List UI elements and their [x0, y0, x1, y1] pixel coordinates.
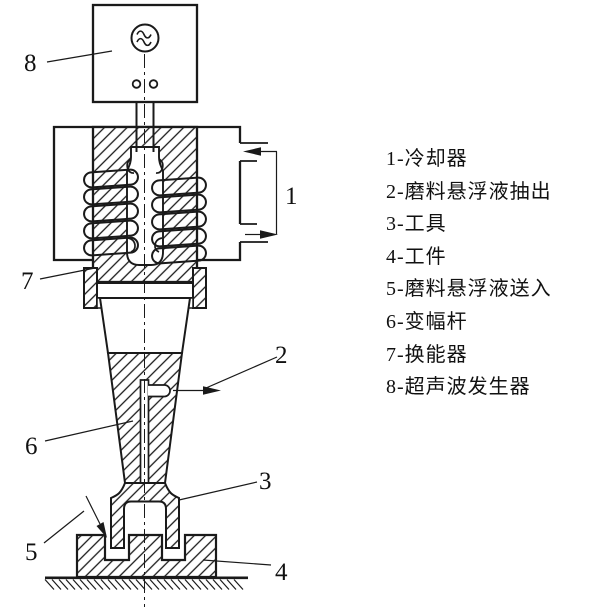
- leader-7: [39, 267, 96, 280]
- legend-item: 8-超声波发生器: [386, 376, 531, 399]
- terminal-icon: [148, 79, 159, 89]
- legend-item: 6-变幅杆: [386, 310, 468, 333]
- winding-coil: [83, 168, 207, 265]
- legend-item: 1-冷却器: [386, 148, 468, 170]
- callout-label-5: 5: [25, 539, 38, 566]
- cavity-curl: [155, 158, 164, 174]
- ground-hatch: [44, 579, 244, 590]
- leader-2: [205, 356, 278, 389]
- ground: [44, 576, 248, 590]
- leader-3: [178, 481, 258, 501]
- leader-4: [202, 559, 272, 566]
- coolant-inlet-pipe: [240, 142, 268, 162]
- callout-label-4: 4: [275, 559, 288, 586]
- terminal-icon: [131, 79, 142, 89]
- feed-arrow-icon: [85, 495, 107, 538]
- legend-item: 5-磨料悬浮液送入: [386, 278, 552, 301]
- leader-lines: [39, 50, 278, 566]
- callout-label-6: 6: [25, 433, 38, 460]
- callout-label-1: 1: [285, 183, 298, 210]
- callout-label-8: 8: [24, 50, 37, 77]
- coolant-outlet-arrow-icon: [245, 230, 278, 239]
- suction-port: [148, 384, 171, 398]
- ac-wave-icon: [136, 30, 152, 47]
- legend-item: 3-工具: [386, 213, 447, 236]
- coolant-outlet-pipe: [240, 223, 268, 243]
- coolant-inlet-arrow-icon: [243, 147, 277, 156]
- workpiece: [75, 533, 218, 579]
- legend-item: 7-换能器: [386, 343, 468, 366]
- cooler-jacket: [52, 125, 268, 262]
- leader-6: [44, 420, 134, 442]
- callout-label-3: 3: [259, 468, 272, 495]
- ac-source-icon: [130, 23, 160, 53]
- leader-8: [46, 50, 113, 63]
- callout-label-2: 2: [275, 342, 288, 369]
- cavity-curl: [127, 237, 136, 253]
- callout-label-7: 7: [21, 268, 34, 295]
- cavity-curl: [126, 158, 135, 174]
- tool-body: [110, 482, 180, 549]
- winding-coil-right: [151, 176, 207, 265]
- leader-5: [43, 510, 85, 544]
- winding-coil-left: [83, 168, 139, 257]
- coolant-flow: [243, 147, 278, 239]
- legend-item: 2-磨料悬浮液抽出: [386, 180, 552, 203]
- legend-item: 4-工件: [386, 245, 447, 268]
- suction-arrow-icon: [173, 386, 221, 395]
- legend: 1-冷却器 2-磨料悬浮液抽出 3-工具 4-工件 5-磨料悬浮液送入 6-变幅…: [386, 143, 600, 404]
